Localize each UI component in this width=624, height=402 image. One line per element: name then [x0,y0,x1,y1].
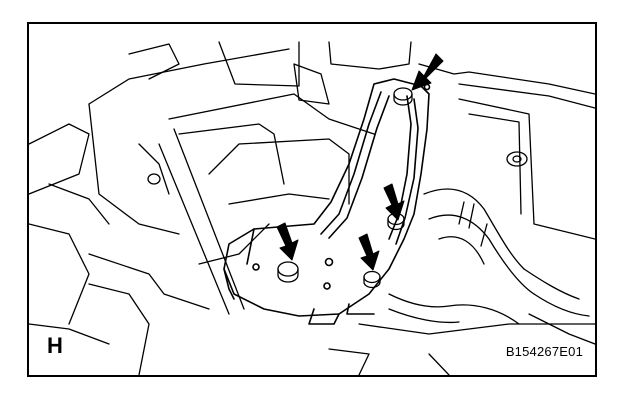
bolt-lower-left [277,261,299,283]
bracket-bolt-illustration [29,41,595,375]
bracket [223,78,431,325]
arrow-upper-icon [411,53,444,91]
bolt-upper [393,87,413,106]
body-structure [29,41,595,375]
view-letter: H [47,333,63,358]
arrow-lower-left-icon [276,222,299,261]
arrow-middle-icon [383,183,405,221]
wire-harness [388,188,590,325]
diagram-frame: H B154267E01 [27,22,597,377]
arrow-lower-right-icon [358,233,380,271]
reference-code: B154267E01 [505,344,583,359]
bolt-lower-right [363,270,381,289]
